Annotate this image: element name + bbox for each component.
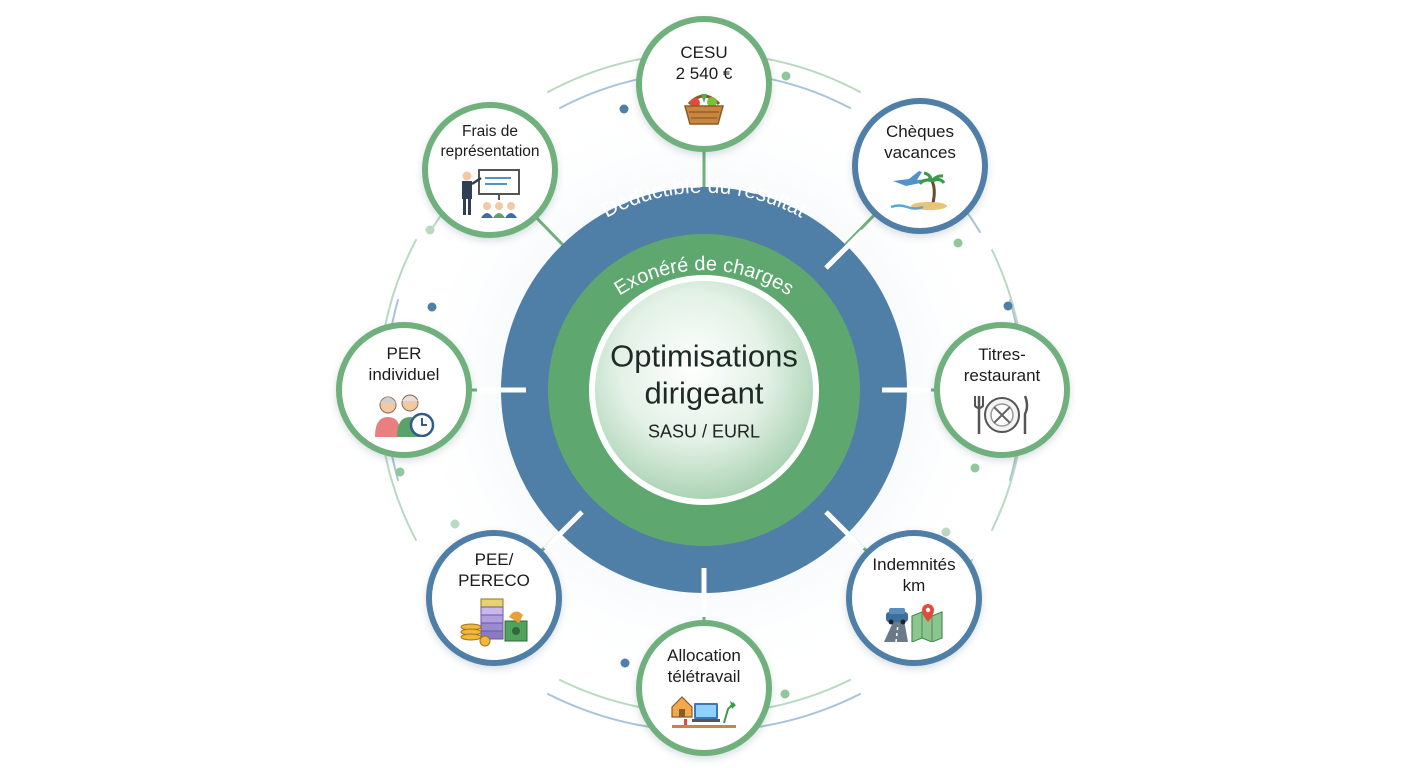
node-per-individuel: PER individuel <box>336 322 472 458</box>
vegetable-basket-icon <box>681 90 727 126</box>
node-cesu: CESU 2 540 € <box>636 16 772 152</box>
center-title: Optimisations dirigeant <box>610 338 798 411</box>
center-subtitle: SASU / EURL <box>647 421 761 442</box>
center-core <box>589 275 819 505</box>
coins-banknotes-icon <box>459 597 529 647</box>
node-indemnites-km: Indemnités km <box>846 530 982 666</box>
car-map-pin-icon <box>882 602 946 642</box>
home-office-desk-icon <box>670 693 738 731</box>
node-titres-restaurant: Titres- restaurant <box>934 322 1070 458</box>
node-allocation-teletravail: Allocation télétravail <box>636 620 772 756</box>
node-cheques-vacances: Chèques vacances <box>852 98 988 234</box>
presentation-audience-icon <box>457 168 523 218</box>
node-label: PEE/ PERECO <box>458 550 530 590</box>
node-label: PER individuel <box>368 344 440 384</box>
node-pee-pereco: PEE/ PERECO <box>426 530 562 666</box>
node-label: Indemnités km <box>872 555 956 595</box>
node-label: CESU 2 540 € <box>675 43 733 83</box>
airplane-palm-island-icon <box>889 169 951 211</box>
outer-ring-gaps <box>477 229 931 617</box>
inner-ring <box>548 234 860 546</box>
node-label: Titres- restaurant <box>963 345 1041 385</box>
node-label: Frais de représentation <box>440 123 540 160</box>
node-label: Allocation télétravail <box>667 646 741 686</box>
retired-couple-clock-icon <box>372 391 436 437</box>
plate-cutlery-icon <box>971 392 1033 436</box>
node-label: Chèques vacances <box>884 122 956 162</box>
center-title-block: Optimisations dirigeant SASU / EURL <box>610 338 798 443</box>
orbit-dots <box>395 71 1013 699</box>
node-frais-representation: Frais de représentation <box>422 102 558 238</box>
